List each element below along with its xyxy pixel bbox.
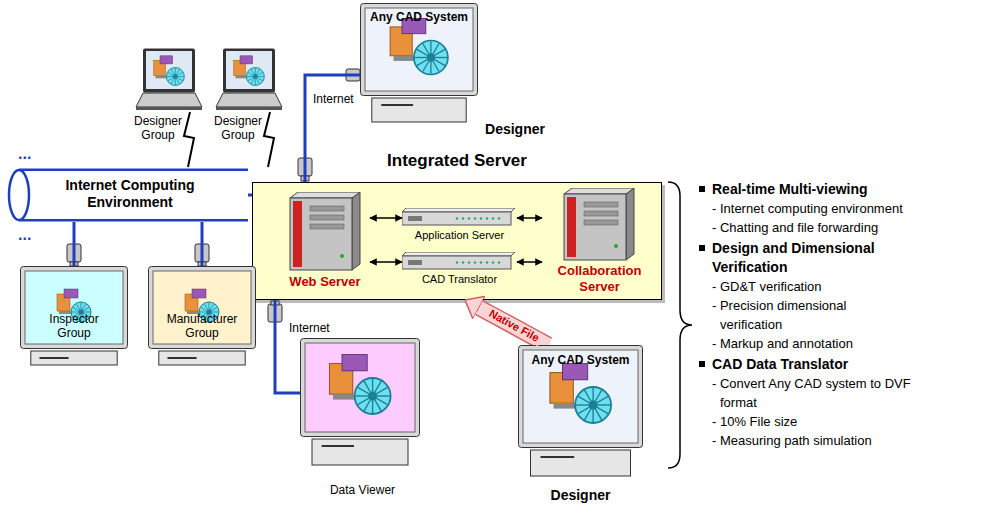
feature-heading: Design and Dimensional Verification bbox=[698, 239, 907, 277]
workstation-node: Manufacturer Group bbox=[148, 266, 256, 366]
node-illustration bbox=[402, 252, 517, 292]
feature-heading: CAD Data Translator bbox=[698, 355, 986, 374]
network-cable bbox=[275, 300, 300, 393]
node-label: Collaboration Server bbox=[542, 263, 657, 294]
feature-item: - Measuring path simulation bbox=[698, 431, 986, 450]
node-label: Designer Group bbox=[129, 114, 187, 143]
node-label: Inspector Group bbox=[43, 312, 105, 341]
laptop-node: Designer Group bbox=[215, 48, 283, 110]
wireless-link bbox=[264, 112, 274, 167]
screen-title: Any CAD System bbox=[365, 10, 473, 24]
node-label: CAD Translator bbox=[402, 273, 517, 286]
node-illustration bbox=[402, 208, 517, 248]
feature-item: - Markup and annotation bbox=[698, 334, 986, 353]
feature-item: - Internet computing environment bbox=[698, 199, 986, 218]
node-illustration bbox=[518, 345, 648, 510]
data-arrow bbox=[517, 262, 542, 263]
screen-title: Any CAD System bbox=[523, 353, 638, 367]
data-arrow bbox=[517, 218, 542, 219]
data-arrow bbox=[370, 262, 402, 263]
feature-item: - GD&T verification bbox=[698, 277, 986, 296]
ellipsis-mark: ... bbox=[18, 144, 31, 163]
node-label: Manufacturer Group bbox=[162, 312, 242, 341]
server-tower: Collaboration Server bbox=[542, 188, 657, 296]
feature-item: - Convert Any CAD system to DVF format bbox=[698, 374, 920, 412]
laptop-node: Designer Group bbox=[135, 48, 203, 110]
wireless-link bbox=[184, 112, 194, 167]
workstation-node: Any CAD SystemDesigner bbox=[518, 345, 648, 510]
network-cable bbox=[74, 222, 75, 266]
node-illustration bbox=[135, 48, 203, 110]
node-label: Internet Computing Environment bbox=[50, 177, 210, 211]
server-device: Application Server bbox=[402, 208, 517, 248]
node-label: Designer Group bbox=[209, 114, 267, 143]
network-pipe: Internet Computing Environment bbox=[5, 168, 248, 222]
edge-label: Internet bbox=[287, 321, 332, 335]
server-tower: Web Server bbox=[280, 192, 370, 296]
edge-label: Internet bbox=[311, 92, 356, 106]
network-cable bbox=[305, 75, 360, 182]
workstation-node: Any CAD SystemDesigner bbox=[360, 3, 550, 143]
node-illustration bbox=[215, 48, 283, 110]
server-box: Integrated ServerWeb ServerApplication S… bbox=[252, 182, 662, 300]
ellipsis-mark: ... bbox=[18, 225, 31, 244]
node-illustration bbox=[300, 338, 425, 503]
node-label: Web Server bbox=[280, 274, 370, 290]
node-label: Designer bbox=[518, 487, 643, 504]
workstation-node: Inspector Group bbox=[20, 266, 128, 366]
network-cable bbox=[248, 195, 252, 196]
feature-heading: Real-time Multi-viewing bbox=[698, 180, 986, 199]
workstation-node: Data Viewer bbox=[300, 338, 425, 503]
node-label: Application Server bbox=[402, 229, 517, 242]
network-cable bbox=[202, 222, 203, 266]
brace bbox=[668, 182, 692, 468]
data-arrow bbox=[370, 218, 402, 219]
feature-item: - 10% File size bbox=[698, 412, 986, 431]
node-label: Designer bbox=[480, 121, 550, 138]
feature-item: - Precision dimensional verification bbox=[698, 296, 910, 334]
edge-label: Native File bbox=[484, 306, 544, 347]
feature-item: - Chatting and file forwarding bbox=[698, 218, 986, 237]
node-label: Integrated Server bbox=[252, 151, 662, 171]
node-label: Data Viewer bbox=[300, 483, 425, 497]
feature-list: Real-time Multi-viewing- Internet comput… bbox=[698, 178, 986, 450]
server-device: CAD Translator bbox=[402, 252, 517, 292]
